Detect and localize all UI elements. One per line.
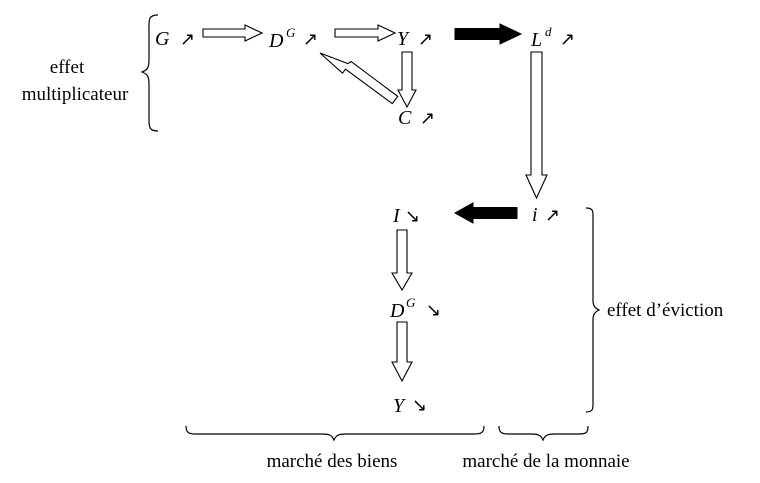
- crowding-out-label: effet d’éviction: [607, 300, 724, 321]
- increase-arrow-icon: ↗: [545, 205, 560, 226]
- increase-arrow-icon: ↗: [180, 29, 195, 50]
- node-i-symbol: i: [532, 204, 538, 226]
- node-Y-symbol: Y: [397, 28, 410, 50]
- node-G: G ↗: [155, 28, 195, 50]
- node-Ld-superscript: d: [545, 24, 552, 39]
- crowding-out-brace: [585, 207, 601, 413]
- multiplier-brace: [140, 14, 159, 132]
- node-money-demand: L d ↗: [530, 24, 575, 51]
- arrow-DG-to-Y: [334, 24, 397, 42]
- node-DG-symbol: D: [268, 30, 284, 52]
- arrow-I-to-DG2: [391, 229, 413, 292]
- node-Y: Y ↗: [397, 28, 433, 50]
- multiplier-label-line1: effet: [50, 57, 85, 78]
- node-Y2-symbol: Y: [393, 395, 406, 417]
- node-I-symbol: I: [392, 205, 401, 227]
- node-DG-superscript: G: [286, 25, 296, 40]
- node-Y-2: Y ↘: [393, 395, 427, 417]
- decrease-arrow-icon: ↘: [412, 395, 427, 416]
- node-demand-global: D G ↗: [268, 25, 318, 52]
- increase-arrow-icon: ↗: [560, 29, 575, 50]
- arrow-DG2-to-Y2: [391, 321, 413, 383]
- increase-arrow-icon: ↗: [303, 29, 318, 50]
- money-market-brace: [498, 425, 589, 442]
- node-Ld-symbol: L: [530, 29, 542, 51]
- node-C: C ↗: [398, 107, 435, 129]
- increase-arrow-icon: ↗: [420, 108, 435, 129]
- node-DG2-symbol: D: [389, 300, 405, 322]
- decrease-arrow-icon: ↘: [426, 300, 441, 321]
- node-DG2-superscript: G: [406, 295, 416, 310]
- arrow-Y-to-C: [397, 51, 417, 109]
- node-investment: I ↘: [392, 205, 420, 227]
- decrease-arrow-icon: ↘: [405, 206, 420, 227]
- goods-market-brace: [185, 425, 485, 442]
- arrow-G-to-DG: [202, 24, 264, 42]
- node-G-symbol: G: [155, 28, 170, 50]
- node-interest-rate: i ↗: [532, 204, 560, 226]
- node-demand-global-2: D G ↘: [389, 295, 441, 322]
- arrow-i-to-I: [453, 202, 518, 224]
- arrow-Ld-to-i: [525, 51, 548, 200]
- arrow-C-to-DG: [319, 52, 399, 105]
- node-C-symbol: C: [398, 107, 412, 129]
- arrow-Y-to-Ld: [454, 23, 523, 45]
- increase-arrow-icon: ↗: [418, 29, 433, 50]
- goods-market-label: marché des biens: [267, 451, 398, 472]
- money-market-label: marché de la monnaie: [462, 451, 629, 472]
- multiplier-label-line2: multiplicateur: [22, 84, 129, 105]
